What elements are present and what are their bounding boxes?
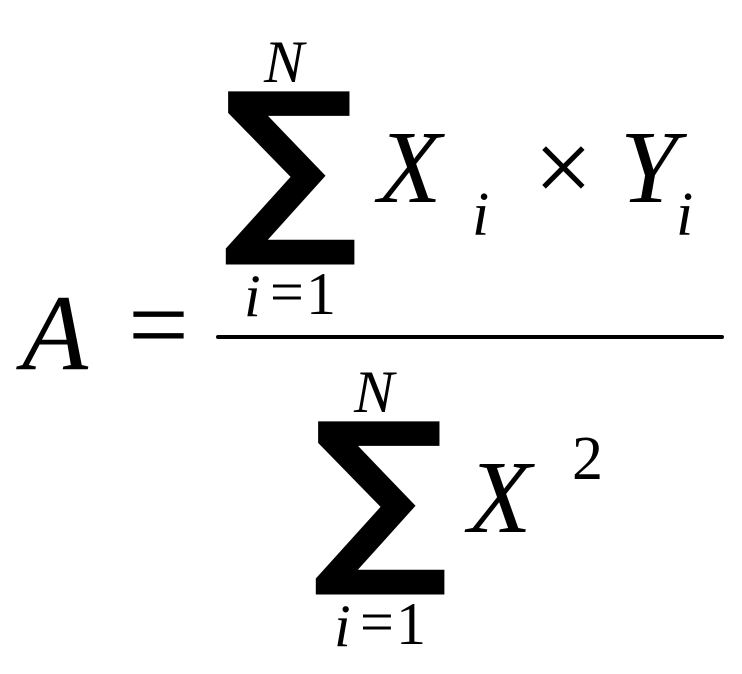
numerator-upper-limit: N xyxy=(264,29,305,95)
denominator-summation-symbol: ∑ xyxy=(312,382,449,603)
fraction-bar xyxy=(216,335,724,339)
denominator-upper-limit: N xyxy=(354,359,395,425)
lhs-equals-sign: = xyxy=(128,266,189,385)
numerator-lower-index: i xyxy=(244,263,261,329)
denominator-lower-value: 1 xyxy=(396,591,426,657)
numerator-lower-value: 1 xyxy=(306,261,336,327)
lhs-variable: A xyxy=(22,274,88,393)
denominator-term-x: X xyxy=(468,440,532,555)
numerator-summation-symbol: ∑ xyxy=(222,52,359,273)
numerator-term-x-subscript: i xyxy=(472,181,490,249)
denominator-lower-equals: = xyxy=(360,589,394,655)
multiplication-operator: × xyxy=(534,110,593,225)
numerator-lower-equals: = xyxy=(270,259,304,325)
denominator-exponent: 2 xyxy=(572,425,603,493)
numerator-term-y: Y xyxy=(620,110,678,225)
numerator-term-y-subscript: i xyxy=(676,181,694,249)
denominator-lower-index: i xyxy=(334,593,351,659)
numerator-term-x: X xyxy=(378,110,442,225)
